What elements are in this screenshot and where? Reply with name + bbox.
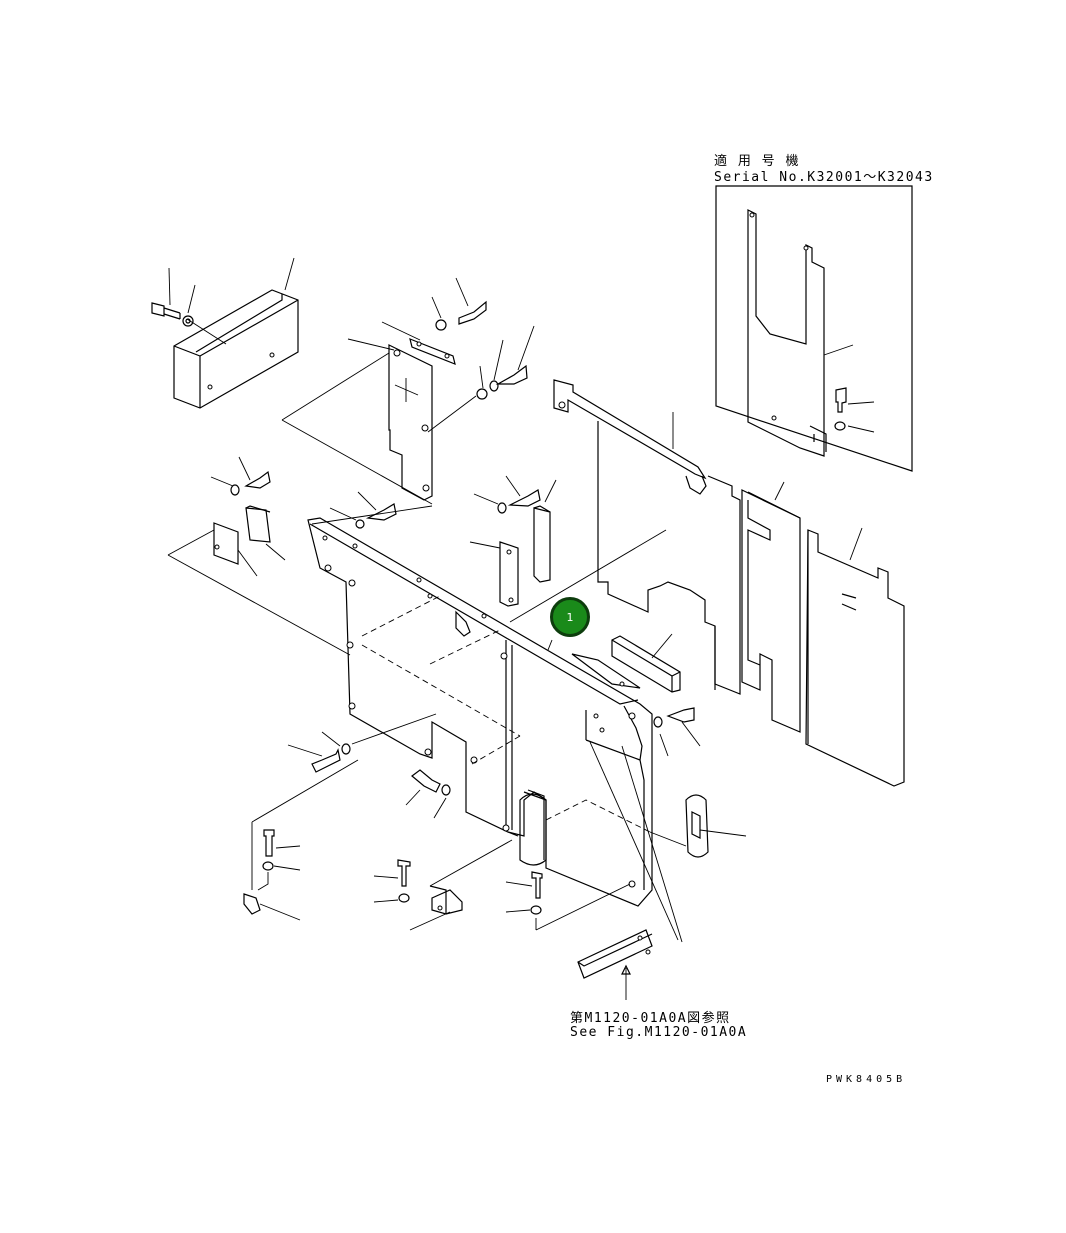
serial-note-line2: Serial No.K32001〜K32043 [714,170,934,185]
top-rail [553,379,716,690]
central-frame [307,517,667,907]
mid-bracket [311,475,557,607]
bolts-upper-middle [427,277,535,433]
cover-box [173,257,299,409]
part-callout-1[interactable]: 1 [550,597,590,637]
bolt-right-middle [519,707,747,866]
inset-frame [715,185,913,472]
bolt-top-left [151,267,196,327]
right-panel-1 [707,475,801,733]
bolts-left-cluster [167,456,351,656]
reference-note-line2: See Fig.M1120-01A0A [570,1025,748,1040]
upper-bracket-plate [281,321,456,505]
drawing-code: PWK8405B [826,1074,907,1085]
spacer-bar [611,633,681,693]
bottom-cover [577,741,683,1000]
serial-note-line1: 適 用 号 機 [714,154,800,169]
reference-note-line1: 第M1120-01A0A図参照 [570,1011,731,1026]
right-panel-2 [805,527,905,787]
bolts-bottom-left [243,713,631,931]
